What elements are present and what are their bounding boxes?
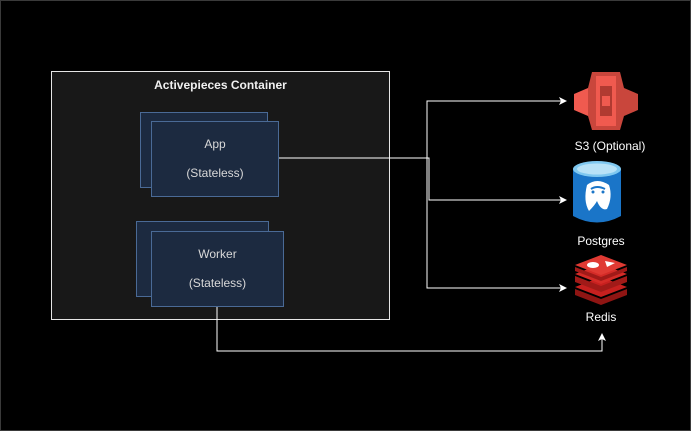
- connector-app-redis: [279, 157, 567, 292]
- app-node-name: App: [204, 137, 226, 151]
- postgres-label: Postgres: [577, 234, 625, 248]
- worker-node-name: Worker: [198, 247, 237, 261]
- worker-node-note: (Stateless): [188, 276, 247, 290]
- redis-label: Redis: [585, 310, 617, 324]
- app-node[interactable]: App (Stateless): [151, 121, 279, 197]
- connector-app-s3: [279, 97, 567, 159]
- connector-app-postgres: [279, 157, 567, 204]
- app-node-note: (Stateless): [186, 166, 244, 180]
- postgresql-database-icon[interactable]: [573, 161, 621, 223]
- connector-worker-redis: [216, 307, 606, 352]
- s3-label: S3 (Optional): [574, 139, 646, 153]
- container-title: Activepieces Container: [154, 78, 287, 92]
- redis-stack-icon[interactable]: [575, 255, 627, 305]
- aws-s3-bucket-icon[interactable]: [574, 72, 638, 130]
- worker-node[interactable]: Worker (Stateless): [151, 231, 284, 307]
